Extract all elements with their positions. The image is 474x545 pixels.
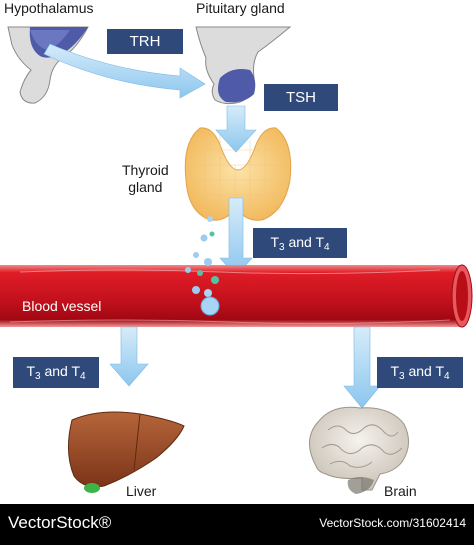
hormone-bubbles: [185, 216, 220, 316]
pituitary-gland-label: Pituitary gland: [196, 0, 285, 16]
hypothalamus-label: Hypothalamus: [4, 0, 94, 16]
liver-arrow: [109, 326, 149, 387]
trh-arrow: [43, 43, 206, 99]
thyroid-illustration: [184, 127, 292, 221]
t3-t4-text: T3 and T4: [270, 233, 330, 253]
thyroid-label-line1: Thyroid: [122, 162, 169, 178]
brain-arrow: [343, 326, 381, 409]
pituitary-illustration: [195, 26, 292, 105]
trh-text: TRH: [129, 33, 161, 50]
hypothalamus-illustration: [7, 26, 89, 104]
footer-url: VectorStock.com/31602414: [319, 516, 466, 530]
tsh-text: TSH: [286, 89, 316, 106]
t3-t4-label-brain: T3 and T4: [377, 357, 463, 388]
t3-t4-label-liver: T3 and T4: [13, 357, 99, 388]
t3-t4-text: T3 and T4: [26, 363, 86, 382]
tsh-arrow: [215, 105, 257, 153]
thyroid-gland-label: Thyroid gland: [122, 162, 169, 196]
thyroid-label-line2: gland: [128, 179, 163, 195]
footer-bar: VectorStock® VectorStock.com/31602414: [0, 504, 474, 545]
t3-t4-text: T3 and T4: [390, 363, 450, 382]
brain-illustration: [309, 406, 409, 494]
liver-label: Liver: [126, 483, 157, 499]
blood-vessel-illustration: [0, 264, 473, 328]
footer-brand: VectorStock®: [8, 513, 112, 532]
tsh-label-box: TSH: [264, 84, 338, 111]
brain-label: Brain: [384, 483, 417, 499]
trh-label-box: TRH: [107, 29, 183, 54]
t3-t4-label-thyroid: T3 and T4: [253, 228, 347, 258]
liver-illustration: [68, 411, 185, 493]
blood-vessel-label: Blood vessel: [22, 298, 102, 314]
